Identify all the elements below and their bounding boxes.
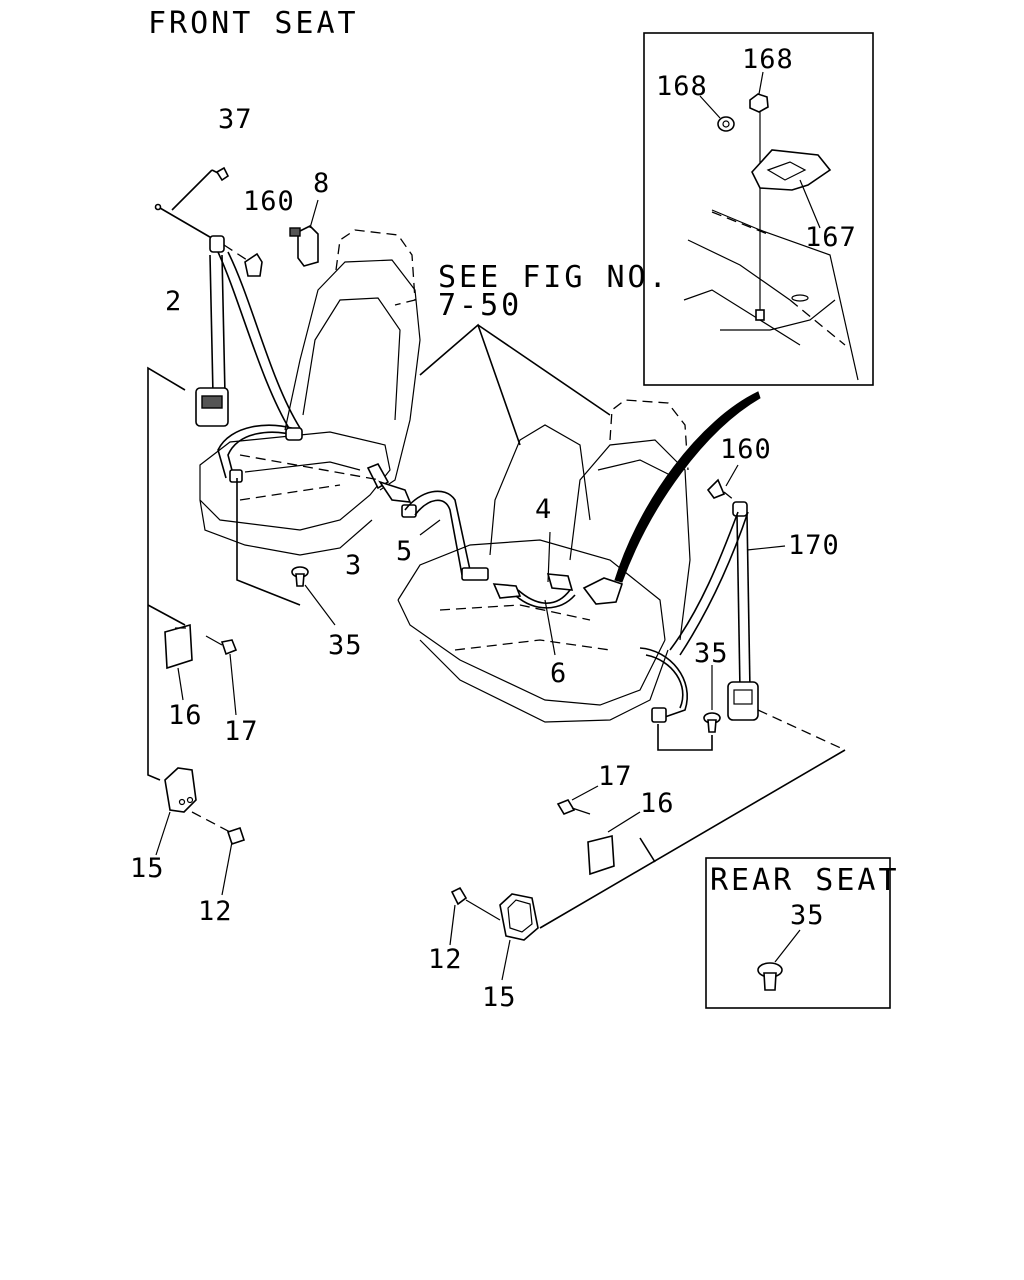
callout-2: 2	[165, 286, 182, 317]
callout-4: 4	[535, 494, 552, 525]
front-belt-assembly	[154, 166, 417, 606]
see-fig-leaders	[419, 323, 611, 446]
callout-170: 170	[788, 530, 840, 561]
see-fig-line1: SEE FIG NO.	[438, 260, 670, 295]
buckle-4	[546, 573, 574, 591]
center-belt	[404, 490, 624, 656]
see-fig-line2: 7-50	[438, 288, 522, 323]
callout-15-left: 15	[130, 853, 165, 884]
callout-160-right: 160	[720, 434, 772, 465]
nut-168-top	[749, 93, 769, 113]
callout-15-right: 15	[482, 982, 517, 1013]
rear-seat	[397, 399, 691, 723]
clip-35-right	[703, 665, 721, 733]
callout-6: 6	[550, 658, 567, 689]
rear-seat-box	[705, 857, 891, 1009]
rear-seat-title: REAR SEAT	[710, 863, 900, 898]
washer-168	[717, 116, 735, 132]
bolt-37	[215, 166, 230, 182]
cover-160-left	[244, 252, 263, 277]
inset-anchor-detail	[643, 32, 874, 386]
callout-35-front: 35	[328, 630, 363, 661]
cover-15-right	[499, 893, 539, 941]
front-seat-left	[199, 229, 421, 556]
callout-35-right: 35	[694, 638, 729, 669]
callout-168-b: 168	[742, 44, 794, 75]
cover-160-right	[706, 478, 726, 499]
bracket-167	[751, 149, 832, 191]
callout-12-left: 12	[198, 896, 233, 927]
callout-17-right: 17	[598, 761, 633, 792]
callout-16-left: 16	[168, 700, 203, 731]
left-lower-parts	[147, 366, 246, 896]
right-lower-parts	[449, 749, 846, 981]
callout-160-left: 160	[243, 186, 295, 217]
plate-16-right	[587, 834, 615, 876]
inset-pointer-arrow	[614, 391, 761, 583]
callout-37: 37	[218, 104, 253, 135]
callout-3: 3	[345, 550, 362, 581]
front-seat-title: FRONT SEAT	[148, 6, 359, 41]
cover-15-left	[164, 767, 197, 813]
buckle-3	[366, 462, 390, 490]
callout-168-a: 168	[656, 71, 708, 102]
rear-belt-assembly-170	[639, 464, 846, 751]
clip-35-front	[291, 566, 336, 626]
callout-5: 5	[396, 536, 413, 567]
retractor-170	[727, 681, 759, 721]
callout-16-right: 16	[640, 788, 675, 819]
callout-17-left: 17	[224, 716, 259, 747]
callout-12-right: 12	[428, 944, 463, 975]
callout-35-rear: 35	[790, 900, 825, 931]
upper-anchor	[209, 235, 225, 253]
plate-16-left	[164, 623, 193, 670]
callout-167: 167	[805, 222, 857, 253]
callout-8: 8	[313, 168, 330, 199]
bolt-8	[289, 199, 319, 267]
